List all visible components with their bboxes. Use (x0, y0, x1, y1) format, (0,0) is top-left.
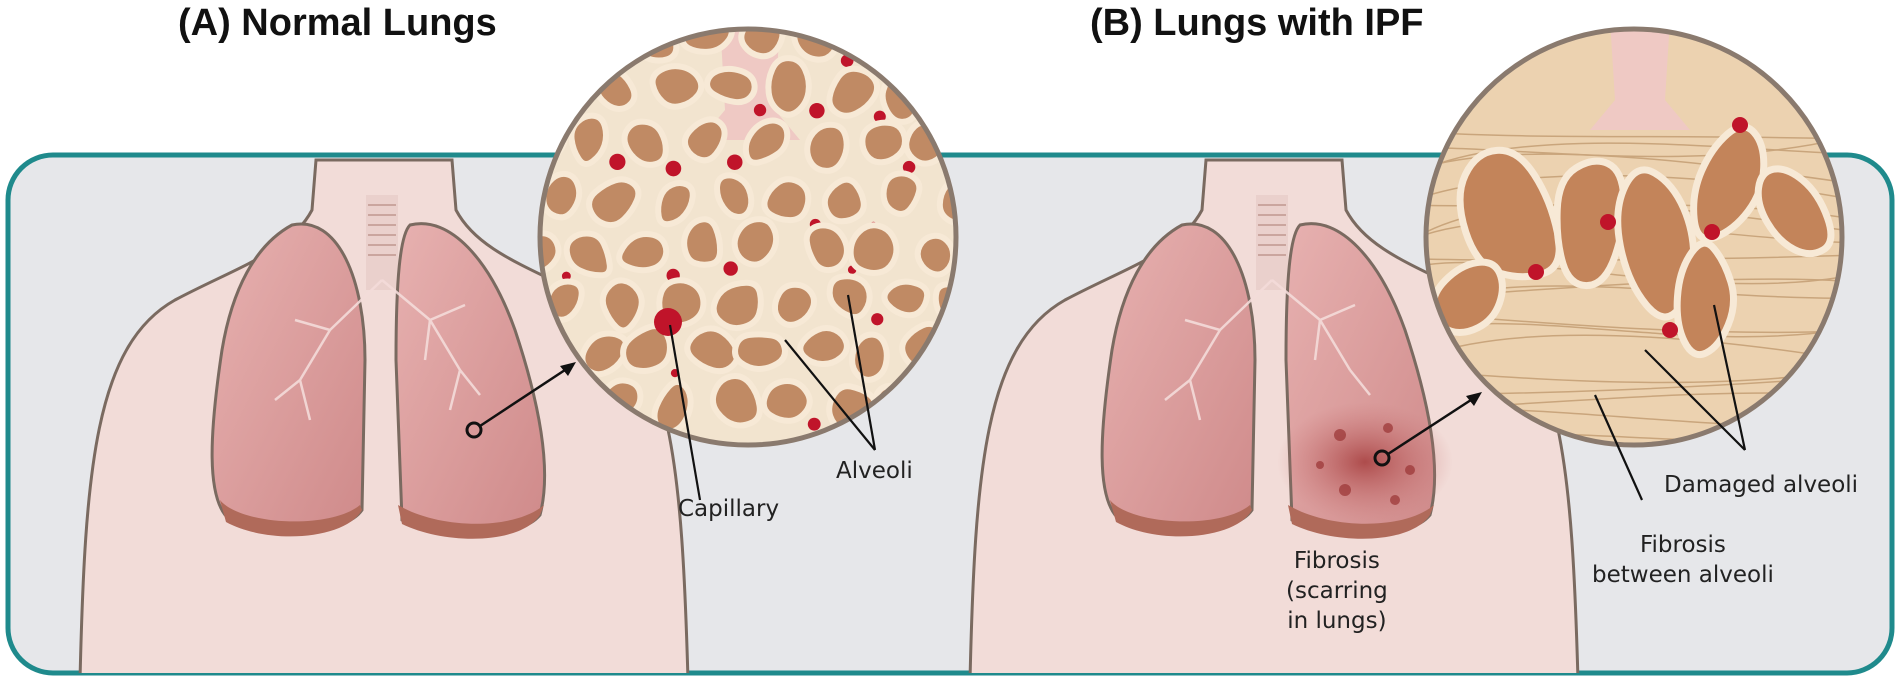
alveolus (649, 63, 705, 110)
alveolus (568, 112, 610, 167)
alveolus (586, 176, 642, 229)
alveolus (880, 170, 923, 218)
alveolus (540, 29, 562, 65)
fibrosis-strand (1426, 142, 1842, 172)
damaged-alveolus (1754, 165, 1835, 258)
capillary (665, 160, 682, 177)
alveolus (577, 29, 616, 63)
capillary (561, 271, 571, 281)
label-fibrosis: Fibrosis (scarring in lungs) (1286, 546, 1388, 636)
alveolus (731, 216, 780, 268)
damaged-alveolus (1690, 123, 1768, 243)
alveolus (760, 378, 813, 424)
alveolus (742, 117, 791, 166)
fibrosis-strand (1426, 334, 1842, 361)
capillary (1704, 224, 1720, 240)
capillary-highlight (654, 308, 682, 336)
capillary (809, 102, 825, 119)
alveolus (826, 273, 873, 321)
capillary-pointer (668, 324, 702, 501)
capillary (871, 313, 884, 326)
capillary (564, 61, 572, 69)
alveolus (765, 55, 812, 118)
damaged-alveolus (1553, 157, 1628, 290)
alveolus (859, 119, 908, 166)
trachea-left (366, 195, 398, 290)
magnified-view-normal (537, 26, 959, 448)
capillary (1528, 264, 1544, 280)
alveolus (738, 29, 786, 60)
capillary (723, 261, 738, 276)
alveolus (599, 277, 645, 334)
damaged-pointer-1 (1644, 349, 1746, 451)
sample-marker-a (465, 421, 483, 439)
alveolus (540, 230, 562, 277)
alveolus (709, 373, 763, 429)
alveolus (710, 279, 764, 332)
alveolus (804, 121, 850, 174)
capillary (807, 417, 821, 431)
capillary (1732, 117, 1748, 133)
capillary (727, 154, 743, 170)
capillary (753, 103, 767, 117)
alveolus (704, 65, 758, 106)
panel-title-ipf: (B) Lungs with IPF (1090, 2, 1424, 44)
alveolus (681, 216, 724, 268)
alveolus (901, 29, 948, 72)
label-fibrosis-between-line-1: Fibrosis (1639, 532, 1726, 558)
damaged-pointer-2 (1712, 304, 1747, 451)
alveolus (732, 331, 788, 372)
alveolus (771, 281, 818, 328)
alveolus (821, 176, 867, 225)
label-capillary: Capillary (678, 496, 780, 522)
alveolus (684, 325, 741, 375)
fibrosis-strand (1426, 131, 1842, 140)
alveolus (803, 222, 850, 274)
capillary (609, 153, 626, 170)
alveolus (881, 278, 931, 319)
alveolus (616, 231, 670, 274)
alveolus (826, 65, 881, 119)
label-fibrosis-line-1: Fibrosis (1293, 548, 1380, 574)
airway (1590, 29, 1690, 130)
alveolus (761, 176, 812, 224)
panel-title-normal: (A) Normal Lungs (178, 2, 497, 44)
alveolus (563, 230, 613, 279)
alveolus (797, 325, 850, 368)
alveolus (931, 73, 956, 123)
label-fibrosis-between-line-2: between alveoli (1592, 562, 1774, 588)
alveoli-pointer-2 (846, 294, 877, 451)
alveolus (681, 116, 728, 164)
fibrosis-between-pointer (1593, 394, 1644, 501)
capillary (873, 110, 886, 123)
alveolus (714, 172, 755, 220)
sample-marker-b (1373, 449, 1391, 467)
label-fibrosis-between: Fibrosis between alveoli (1592, 530, 1774, 590)
capillary (1662, 322, 1678, 338)
label-fibrosis-line-3: in lungs) (1287, 608, 1387, 634)
capillary (947, 63, 956, 79)
label-damaged-alveoli: Damaged alveoli (1664, 472, 1859, 498)
label-alveoli: Alveoli (836, 458, 913, 484)
scarring-area (1277, 402, 1453, 522)
alveolus (847, 222, 900, 276)
alveolus (540, 170, 583, 221)
alveolus (621, 118, 669, 168)
alveolus (655, 179, 696, 228)
label-fibrosis-line-2: (scarring (1286, 578, 1388, 604)
capillary (619, 56, 629, 65)
capillary (1600, 214, 1616, 230)
capillary (902, 160, 916, 174)
alveoli-pointer-1 (784, 339, 876, 451)
